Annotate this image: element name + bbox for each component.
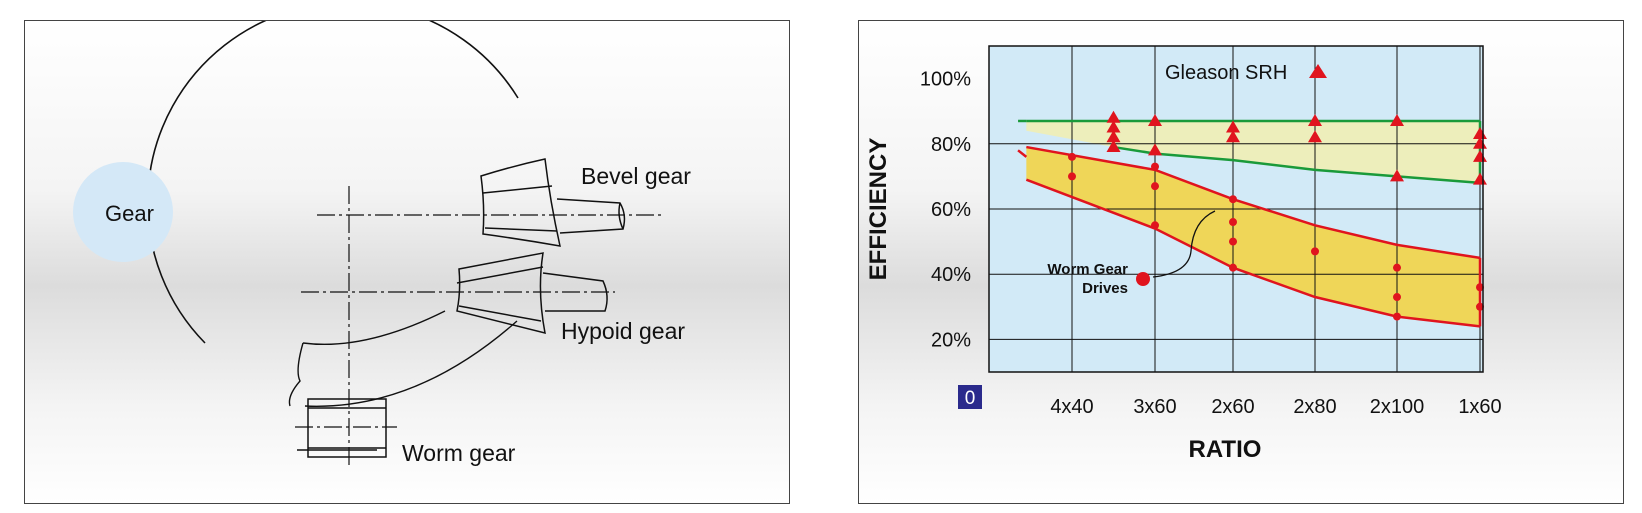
gear-circle <box>73 162 173 262</box>
worm-data-point <box>1311 247 1319 256</box>
srh-data-point <box>1226 130 1240 143</box>
worm-data-point <box>1393 293 1401 302</box>
worm-legend-marker <box>1136 272 1150 286</box>
worm-gear-shape <box>297 398 387 458</box>
worm-callout-line <box>1152 210 1216 278</box>
worm-data-point <box>1229 218 1237 227</box>
worm-data-point <box>1393 312 1401 321</box>
zero-badge: 0 <box>965 388 976 409</box>
srh-data-point <box>1390 113 1404 126</box>
worm-data-point <box>1068 172 1076 181</box>
band-lower-line-worm-gear <box>1025 178 1481 328</box>
x-axis-label: RATIO <box>1189 436 1262 463</box>
srh-data-point <box>1226 120 1240 133</box>
worm-annotation-line2: Drives <box>1082 280 1128 297</box>
worm-gear-label: Worm gear <box>402 440 516 466</box>
bevel-gear-label: Bevel gear <box>581 163 691 189</box>
x-tick-label: 2x60 <box>1211 396 1254 418</box>
lines-layer <box>1017 119 1482 328</box>
srh-legend-marker <box>1309 64 1327 78</box>
worm-data-point <box>1229 263 1237 272</box>
x-tick-label: 3x60 <box>1133 396 1176 418</box>
x-tick-label: 4x40 <box>1050 396 1093 418</box>
plot-frame <box>988 45 1484 373</box>
gleason-srh-annotation: Gleason SRH <box>1165 62 1287 84</box>
x-tick-label: 2x80 <box>1293 396 1336 418</box>
srh-data-point <box>1390 169 1404 182</box>
gear-types-diagram-panel: Gear Bevel gear Hypoid gear Worm gear <box>24 20 790 504</box>
y-tick-label: 80% <box>931 134 971 156</box>
efficiency-chart: 20% 40% 60% 80% 100% 4x40 3x60 2x60 2x80 2x100 1x6… <box>865 45 1502 463</box>
y-axis-label: EFFICIENCY <box>865 138 892 281</box>
band-fill-gleason-srh <box>1026 120 1480 183</box>
hypoid-gear-label: Hypoid gear <box>561 318 685 344</box>
worm-data-point <box>1229 237 1237 246</box>
hypoid-gear-shape <box>456 252 608 335</box>
srh-data-point <box>1148 113 1162 126</box>
x-tick-label: 1x60 <box>1458 396 1501 418</box>
gear-label: Gear <box>105 201 154 226</box>
ticks-layer: 20% 40% 60% 80% 100% 4x40 3x60 2x60 2x80 2x100 1x6… <box>920 69 1502 418</box>
bands-layer <box>1026 120 1480 327</box>
y-tick-label: 20% <box>931 329 971 351</box>
worm-data-point <box>1151 221 1159 230</box>
worm-path-arc <box>302 310 446 346</box>
band-upper-line-worm-gear <box>1026 145 1481 260</box>
gear-diagram: Gear Bevel gear Hypoid gear Worm gear <box>73 21 691 468</box>
y-tick-label: 60% <box>931 199 971 221</box>
worm-dashed-extension <box>1017 149 1028 158</box>
srh-data-point <box>1148 143 1162 156</box>
worm-break-line <box>288 342 304 407</box>
srh-data-point <box>1106 110 1121 123</box>
points-layer <box>1068 110 1487 321</box>
srh-data-point <box>1308 130 1322 143</box>
band-fill-worm-gear <box>1026 147 1480 327</box>
y-tick-label: 100% <box>920 69 971 91</box>
worm-data-point <box>1068 152 1076 161</box>
worm-data-point <box>1151 162 1159 171</box>
srh-data-point <box>1106 140 1121 153</box>
y-tick-label: 40% <box>931 264 971 286</box>
worm-annotation-line1: Worm Gear <box>1047 261 1128 278</box>
worm-data-point <box>1151 182 1159 191</box>
worm-data-point <box>1393 263 1401 272</box>
srh-data-point <box>1106 120 1121 133</box>
efficiency-chart-panel: 20% 40% 60% 80% 100% 4x40 3x60 2x60 2x80 2x100 1x6… <box>858 20 1624 504</box>
srh-data-point <box>1308 113 1322 126</box>
hypoid-outer-arc <box>304 320 518 407</box>
worm-data-point <box>1476 283 1484 292</box>
srh-data-point <box>1106 130 1121 143</box>
x-tick-label: 2x100 <box>1370 396 1425 418</box>
worm-data-point <box>1476 302 1484 311</box>
band-lower-line-gleason-srh <box>1113 145 1481 185</box>
bevel-gear-shape <box>480 158 626 247</box>
gear-pitch-arc <box>146 21 519 344</box>
worm-data-point <box>1229 195 1237 204</box>
zero-badge-box <box>958 385 982 409</box>
